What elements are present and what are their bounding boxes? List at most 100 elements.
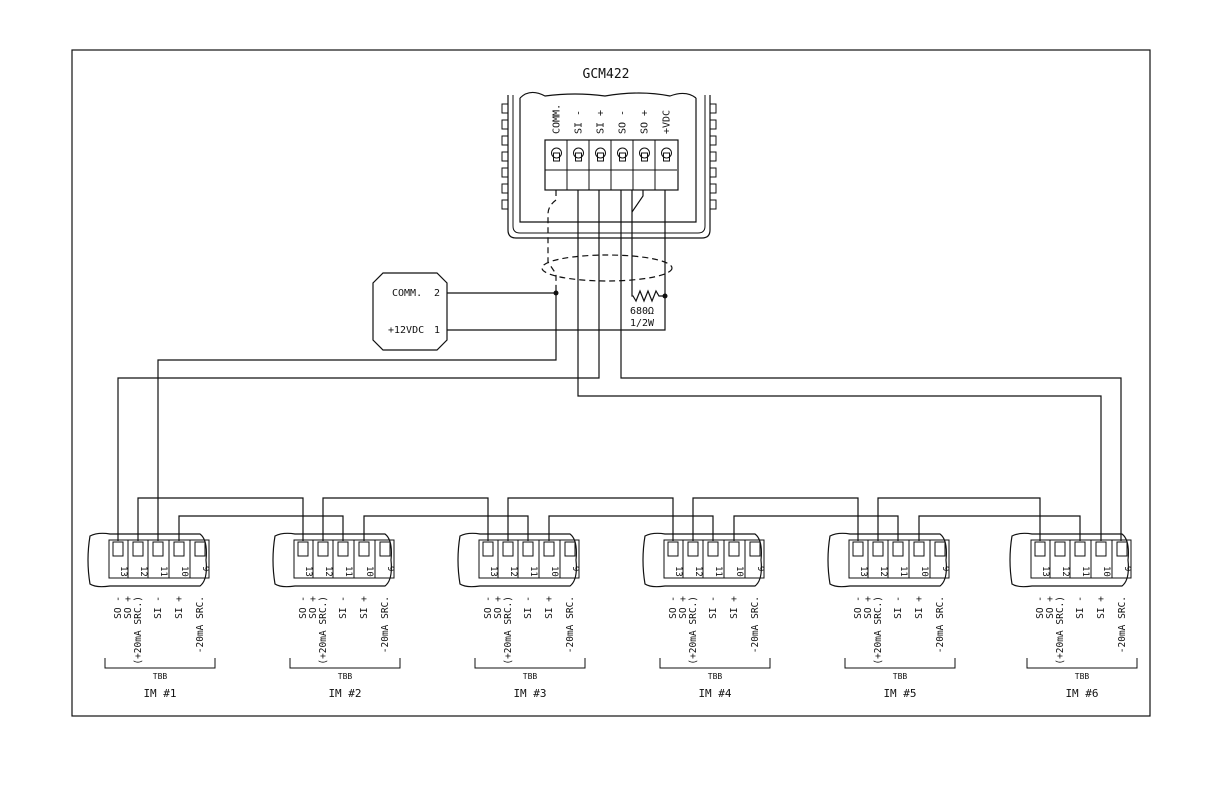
cable-shield bbox=[541, 254, 673, 282]
housing-fin bbox=[709, 135, 717, 146]
housing-fin bbox=[501, 135, 509, 146]
module-terminal-number: 12 bbox=[138, 566, 148, 577]
module-terminal-label: SI - bbox=[523, 596, 534, 619]
module-terminal-screw bbox=[112, 541, 124, 557]
module-terminal-number: 9 bbox=[200, 566, 210, 571]
resistor-value: 680Ω bbox=[630, 306, 654, 317]
module-terminal-label: SI + bbox=[544, 596, 555, 619]
module-bracket bbox=[474, 658, 586, 669]
module-terminal-screw bbox=[728, 541, 740, 557]
housing-fin bbox=[709, 199, 717, 210]
module-terminal-label: (+20mA SRC.) bbox=[873, 596, 884, 665]
module-bracket bbox=[104, 658, 216, 669]
module-terminal-label: SO - bbox=[853, 596, 864, 619]
module-terminal-label: SI - bbox=[153, 596, 164, 619]
module-terminal-number: 9 bbox=[385, 566, 395, 571]
controller-terminal-label: SO + bbox=[640, 110, 651, 134]
module-terminal-label: SO + bbox=[1045, 596, 1056, 619]
chain-wire-so bbox=[877, 497, 1041, 541]
module-terminal-label: SI - bbox=[338, 596, 349, 619]
chain-wire-so bbox=[137, 497, 304, 541]
housing-fin bbox=[501, 167, 509, 178]
module-terminal-number: 11 bbox=[1080, 566, 1090, 577]
module-terminal-label: SI + bbox=[1096, 596, 1107, 619]
comm-bus-wire bbox=[157, 293, 557, 541]
module-terminal-label: (+20mA SRC.) bbox=[688, 596, 699, 665]
chain-wire-si bbox=[363, 515, 529, 541]
module-terminal-number: 13 bbox=[118, 566, 128, 577]
chain-wire-so bbox=[322, 497, 489, 541]
chain-wire-so bbox=[507, 497, 674, 541]
module-terminal-number: 12 bbox=[323, 566, 333, 577]
chain-wire-si bbox=[548, 515, 714, 541]
module-terminal-screw bbox=[482, 541, 494, 557]
module-terminal-screw bbox=[934, 541, 946, 557]
module-terminal-screw bbox=[337, 541, 349, 557]
module-terminal-label: (+20mA SRC.) bbox=[1055, 596, 1066, 665]
module-terminal-screw bbox=[707, 541, 719, 557]
module-terminal-screw bbox=[852, 541, 864, 557]
si-plus-wire bbox=[117, 190, 600, 541]
module-terminal-screw bbox=[297, 541, 309, 557]
controller-terminal: SI - bbox=[566, 110, 589, 190]
chain-wire-si bbox=[733, 515, 899, 541]
housing-fin bbox=[501, 151, 509, 162]
module-terminal-screw bbox=[317, 541, 329, 557]
module-terminal-number: 11 bbox=[528, 566, 538, 577]
module-terminal-number: 12 bbox=[878, 566, 888, 577]
module-terminal-screw bbox=[1116, 541, 1128, 557]
module-terminal-screw bbox=[892, 541, 904, 557]
module-terminal-label: SO + bbox=[308, 596, 319, 619]
ps-12vdc-label: +12VDC bbox=[388, 325, 424, 336]
module-terminal-label: -20mA SRC. bbox=[195, 596, 206, 653]
module-terminal-label: SI - bbox=[708, 596, 719, 619]
resistor-rating: 1/2W bbox=[630, 318, 655, 329]
diagram-frame bbox=[71, 49, 1151, 717]
housing-fin bbox=[709, 167, 717, 178]
si-minus-wire bbox=[577, 190, 1102, 541]
module-terminal-number: 10 bbox=[179, 566, 189, 577]
comm-drain-wire bbox=[547, 190, 557, 292]
module-terminal-label: -20mA SRC. bbox=[935, 596, 946, 653]
ps-12vdc-number: 1 bbox=[434, 325, 440, 336]
module-terminal-screw bbox=[687, 541, 699, 557]
module-block-label: TBB bbox=[153, 672, 168, 681]
housing-fin bbox=[501, 183, 509, 194]
module-terminal-number: 9 bbox=[1122, 566, 1132, 571]
module-block-label: TBB bbox=[1075, 672, 1090, 681]
module-terminal-label: (+20mA SRC.) bbox=[503, 596, 514, 665]
module-terminal-number: 12 bbox=[508, 566, 518, 577]
chain-wire-si bbox=[178, 515, 344, 541]
chain-wire-si bbox=[918, 515, 1081, 541]
module-terminal-number: 13 bbox=[488, 566, 498, 577]
module-terminal-label: SI + bbox=[914, 596, 925, 619]
so-minus-wire bbox=[620, 190, 1122, 541]
module-terminal-number: 11 bbox=[713, 566, 723, 577]
so-plus-wire bbox=[631, 190, 644, 213]
module-terminal-number: 10 bbox=[734, 566, 744, 577]
module-terminal-label: SO + bbox=[493, 596, 504, 619]
housing-fin bbox=[709, 151, 717, 162]
module-terminal-label: SO + bbox=[123, 596, 134, 619]
gcm422-controller: GCM422 COMM.SI -SI +SO -SO ++VDC bbox=[501, 67, 717, 239]
module-terminal-label: -20mA SRC. bbox=[380, 596, 391, 653]
module-terminal-label: SO - bbox=[668, 596, 679, 619]
module-terminal-screw bbox=[173, 541, 185, 557]
controller-terminal-label: +VDC bbox=[662, 110, 673, 134]
power-supply: COMM. 2 +12VDC 1 bbox=[372, 272, 448, 351]
module-terminal-number: 11 bbox=[158, 566, 168, 577]
module-terminal-label: -20mA SRC. bbox=[565, 596, 576, 653]
module-terminal-screw bbox=[564, 541, 576, 557]
module-bracket bbox=[844, 658, 956, 669]
module-terminal-label: SO + bbox=[863, 596, 874, 619]
module-terminal-screw bbox=[1034, 541, 1046, 557]
housing-fin bbox=[501, 199, 509, 210]
module-terminal-label: SO - bbox=[113, 596, 124, 619]
module-terminal-number: 10 bbox=[919, 566, 929, 577]
chain-wire-so bbox=[692, 497, 859, 541]
module-terminal-number: 9 bbox=[940, 566, 950, 571]
module-block-label: TBB bbox=[708, 672, 723, 681]
ps-comm-number: 2 bbox=[434, 288, 440, 299]
